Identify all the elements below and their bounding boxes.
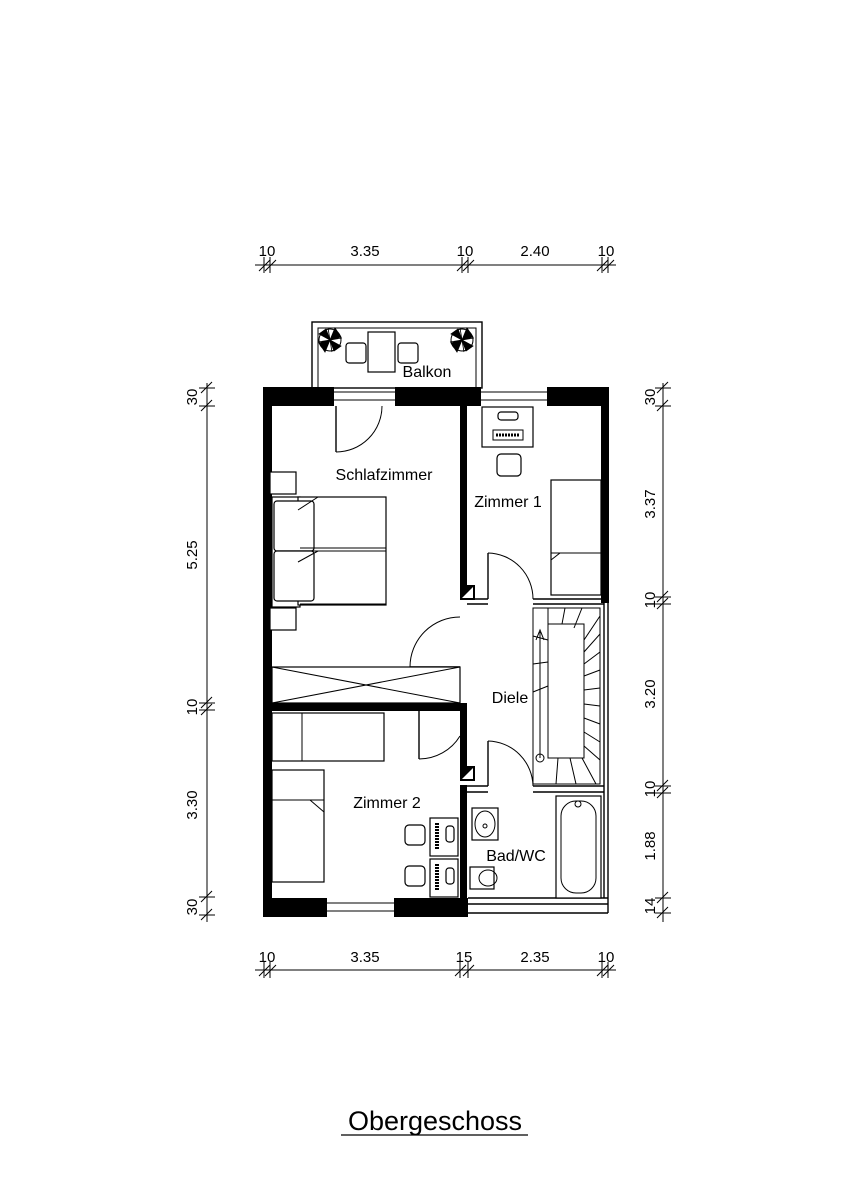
right-dim-4: 3.20 bbox=[642, 679, 659, 708]
top-dim-4: 2.40 bbox=[520, 243, 549, 260]
bottom-dim-5: 10 bbox=[598, 949, 615, 966]
room-label-bad: Bad/WC bbox=[486, 848, 546, 865]
right-dim-3: 10 bbox=[642, 592, 659, 609]
zimmer1-chair bbox=[496, 453, 522, 477]
top-dim-5: 10 bbox=[598, 243, 615, 260]
right-dim-6: 1.88 bbox=[642, 831, 659, 860]
right-dim-2: 3.37 bbox=[642, 489, 659, 518]
plant-icon bbox=[317, 327, 343, 353]
top-dimension-chain: 10 3.35 10 2.40 10 bbox=[255, 243, 616, 273]
top-dim-2: 3.35 bbox=[350, 243, 379, 260]
room-label-balkon: Balkon bbox=[403, 364, 452, 381]
zimmer2-desk bbox=[429, 817, 459, 898]
walls bbox=[263, 387, 609, 917]
top-dim-3: 10 bbox=[457, 243, 474, 260]
right-dim-1: 30 bbox=[642, 389, 659, 406]
wardrobe bbox=[271, 666, 461, 704]
room-label-diele: Diele bbox=[492, 690, 529, 707]
bottom-dim-1: 10 bbox=[259, 949, 276, 966]
balcony-chair bbox=[345, 342, 367, 364]
top-dim-1: 10 bbox=[259, 243, 276, 260]
zimmer2-bed-left bbox=[271, 769, 325, 883]
bottom-dim-3: 15 bbox=[456, 949, 473, 966]
room-label-zimmer1: Zimmer 1 bbox=[474, 494, 542, 511]
balcony-chair bbox=[397, 342, 419, 364]
left-dim-1: 30 bbox=[184, 389, 201, 406]
plan-title: Obergeschoss bbox=[348, 1106, 522, 1136]
right-dim-7: 14 bbox=[642, 898, 659, 915]
right-dimension-chain: 30 3.37 10 3.20 10 1.88 14 bbox=[642, 381, 671, 922]
bottom-dim-2: 3.35 bbox=[350, 949, 379, 966]
bathtub bbox=[555, 795, 602, 899]
toilet bbox=[469, 866, 498, 890]
zimmer1-bed bbox=[550, 479, 602, 596]
balcony: Balkon bbox=[311, 321, 483, 389]
left-dimension-chain: 30 5.25 10 3.30 30 bbox=[184, 381, 215, 922]
zimmer1-desk bbox=[481, 406, 534, 448]
double-bed bbox=[269, 471, 387, 631]
balcony-table bbox=[367, 331, 396, 373]
left-dim-2: 5.25 bbox=[184, 540, 201, 569]
left-dim-5: 30 bbox=[184, 899, 201, 916]
room-label-zimmer2: Zimmer 2 bbox=[353, 795, 421, 812]
plant-icon bbox=[449, 327, 475, 353]
zimmer2-chair bbox=[404, 824, 426, 846]
washbasin bbox=[471, 807, 499, 841]
zimmer2-bed-top bbox=[271, 712, 385, 762]
room-label-schlafzimmer: Schlafzimmer bbox=[336, 467, 434, 484]
left-dim-3: 10 bbox=[184, 699, 201, 716]
bottom-dimension-chain: 10 3.35 15 2.35 10 bbox=[255, 949, 616, 978]
bottom-dim-4: 2.35 bbox=[520, 949, 549, 966]
right-dim-5: 10 bbox=[642, 781, 659, 798]
staircase bbox=[532, 607, 601, 785]
zimmer2-chair bbox=[404, 865, 426, 887]
left-dim-4: 3.30 bbox=[184, 790, 201, 819]
